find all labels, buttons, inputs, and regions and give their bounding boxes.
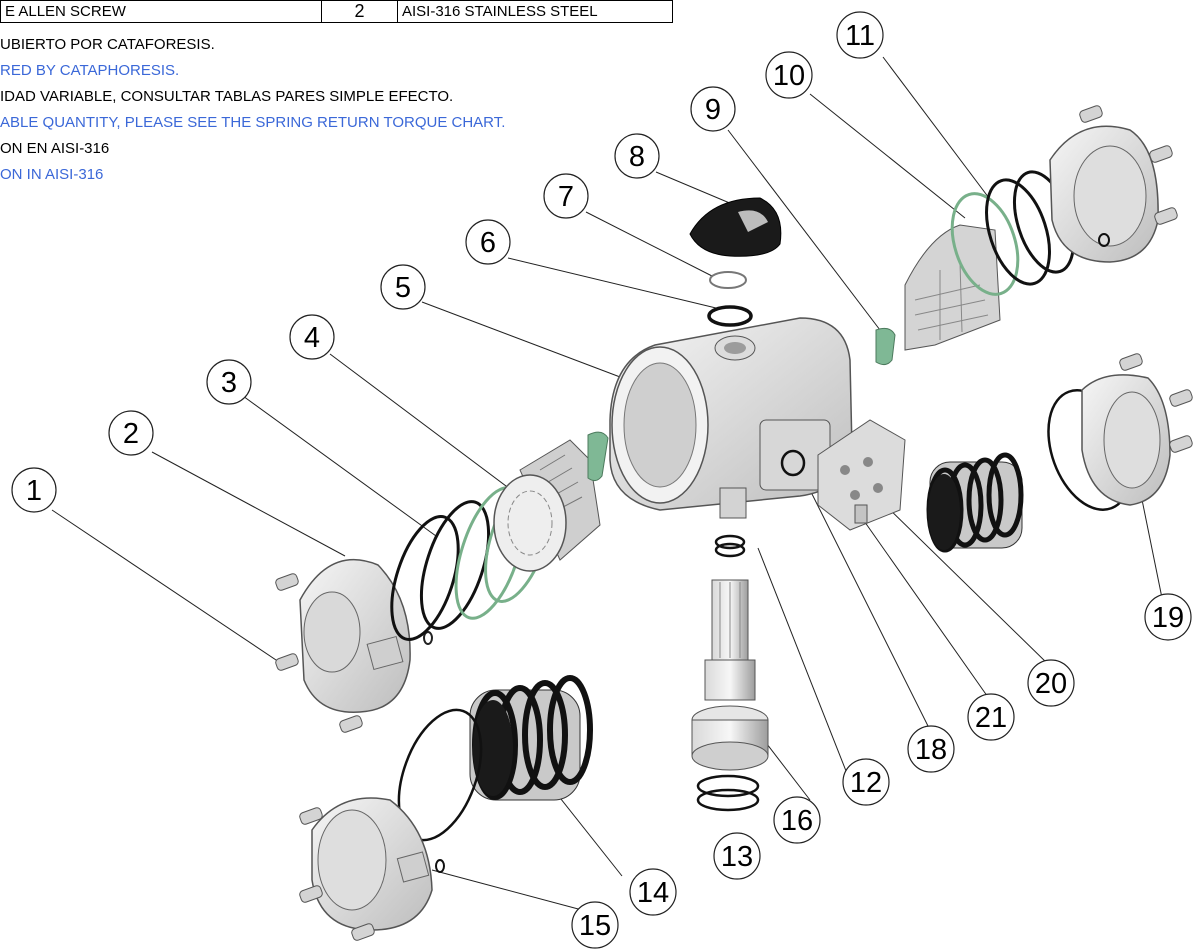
callout-11: 11 xyxy=(836,11,884,59)
callout-3: 3 xyxy=(206,359,252,405)
callout-15: 15 xyxy=(571,901,619,949)
callout-label: 9 xyxy=(705,94,721,126)
shaft-circlip xyxy=(714,534,746,558)
callout-12: 12 xyxy=(842,758,890,806)
callout-label: 15 xyxy=(579,910,611,942)
left-cap-screws xyxy=(275,573,363,733)
callout-label: 1 xyxy=(26,475,42,507)
namur-plate xyxy=(817,419,906,531)
callout-label: 3 xyxy=(221,367,237,399)
note-2-en: ABLE QUANTITY, PLEASE SEE THE SPRING RET… xyxy=(0,114,506,131)
table-row: E ALLEN SCREW 2 AISI-316 STAINLESS STEEL xyxy=(0,0,673,23)
callout-label: 2 xyxy=(123,418,139,450)
right-spring xyxy=(926,452,1024,553)
right-lower-end-cap xyxy=(1081,374,1171,506)
position-indicator xyxy=(689,197,782,257)
callout-label: 21 xyxy=(975,702,1007,734)
callout-1: 1 xyxy=(11,467,57,513)
callout-6: 6 xyxy=(465,219,511,265)
left-lower-end-cap xyxy=(311,797,433,931)
callout-label: 10 xyxy=(773,60,805,92)
right-lower-screws xyxy=(1119,353,1193,453)
callout-label: 19 xyxy=(1152,602,1184,634)
callout-label: 16 xyxy=(781,805,813,837)
note-1-es: UBIERTO POR CATAFORESIS. xyxy=(0,36,215,53)
part-description-cell: E ALLEN SCREW xyxy=(0,0,322,23)
callout-5: 5 xyxy=(380,264,426,310)
note-1-en: RED BY CATAPHORESIS. xyxy=(0,62,180,79)
leader-lines xyxy=(51,56,1163,911)
right-upper-end-cap xyxy=(1049,125,1159,263)
callout-label: 14 xyxy=(637,877,669,909)
callout-7: 7 xyxy=(543,173,589,219)
callout-label: 13 xyxy=(721,841,753,873)
note-3-es: ON EN AISI-316 xyxy=(0,140,110,157)
small-oring xyxy=(423,631,433,645)
right-upper-screws xyxy=(1079,105,1178,225)
small-oring-lower xyxy=(435,859,445,873)
left-piston xyxy=(493,439,601,572)
drive-shaft xyxy=(691,579,769,771)
right-piston xyxy=(904,224,1001,351)
callout-label: 18 xyxy=(915,734,947,766)
callout-13: 13 xyxy=(713,832,761,880)
left-lower-screws xyxy=(299,807,375,941)
callout-16: 16 xyxy=(773,796,821,844)
callouts: 1 2 3 4 5 6 7 8 9 10 11 12 13 14 15 16 1… xyxy=(11,11,1192,949)
callout-8: 8 xyxy=(614,133,660,179)
parts-table: E ALLEN SCREW 2 AISI-316 STAINLESS STEEL xyxy=(0,0,673,23)
right-guide-band xyxy=(875,327,896,366)
left-end-cap xyxy=(299,558,411,713)
callout-14: 14 xyxy=(629,868,677,916)
callout-label: 7 xyxy=(558,181,574,213)
shaft-o-rings xyxy=(696,774,760,812)
callout-9: 9 xyxy=(690,86,736,132)
callout-4: 4 xyxy=(289,314,335,360)
part-material-cell: AISI-316 STAINLESS STEEL xyxy=(397,0,673,23)
actuator-body xyxy=(609,317,853,519)
callout-2: 2 xyxy=(108,410,154,456)
note-3-en: ON IN AISI-316 xyxy=(0,166,104,183)
callout-20: 20 xyxy=(1027,659,1075,707)
callout-21: 21 xyxy=(967,693,1015,741)
left-spring xyxy=(469,675,593,801)
top-o-ring xyxy=(707,305,753,327)
callout-label: 4 xyxy=(304,322,320,354)
left-guide-band xyxy=(587,431,609,482)
callout-label: 20 xyxy=(1035,668,1067,700)
callout-19: 19 xyxy=(1144,593,1192,641)
callout-label: 6 xyxy=(480,227,496,259)
callout-label: 5 xyxy=(395,272,411,304)
callout-label: 11 xyxy=(845,20,875,52)
top-washer xyxy=(709,271,747,289)
note-2-es: IDAD VARIABLE, CONSULTAR TABLAS PARES SI… xyxy=(0,88,454,105)
callout-18: 18 xyxy=(907,725,955,773)
callout-label: 12 xyxy=(850,767,882,799)
callout-10: 10 xyxy=(765,51,813,99)
callout-label: 8 xyxy=(629,141,645,173)
